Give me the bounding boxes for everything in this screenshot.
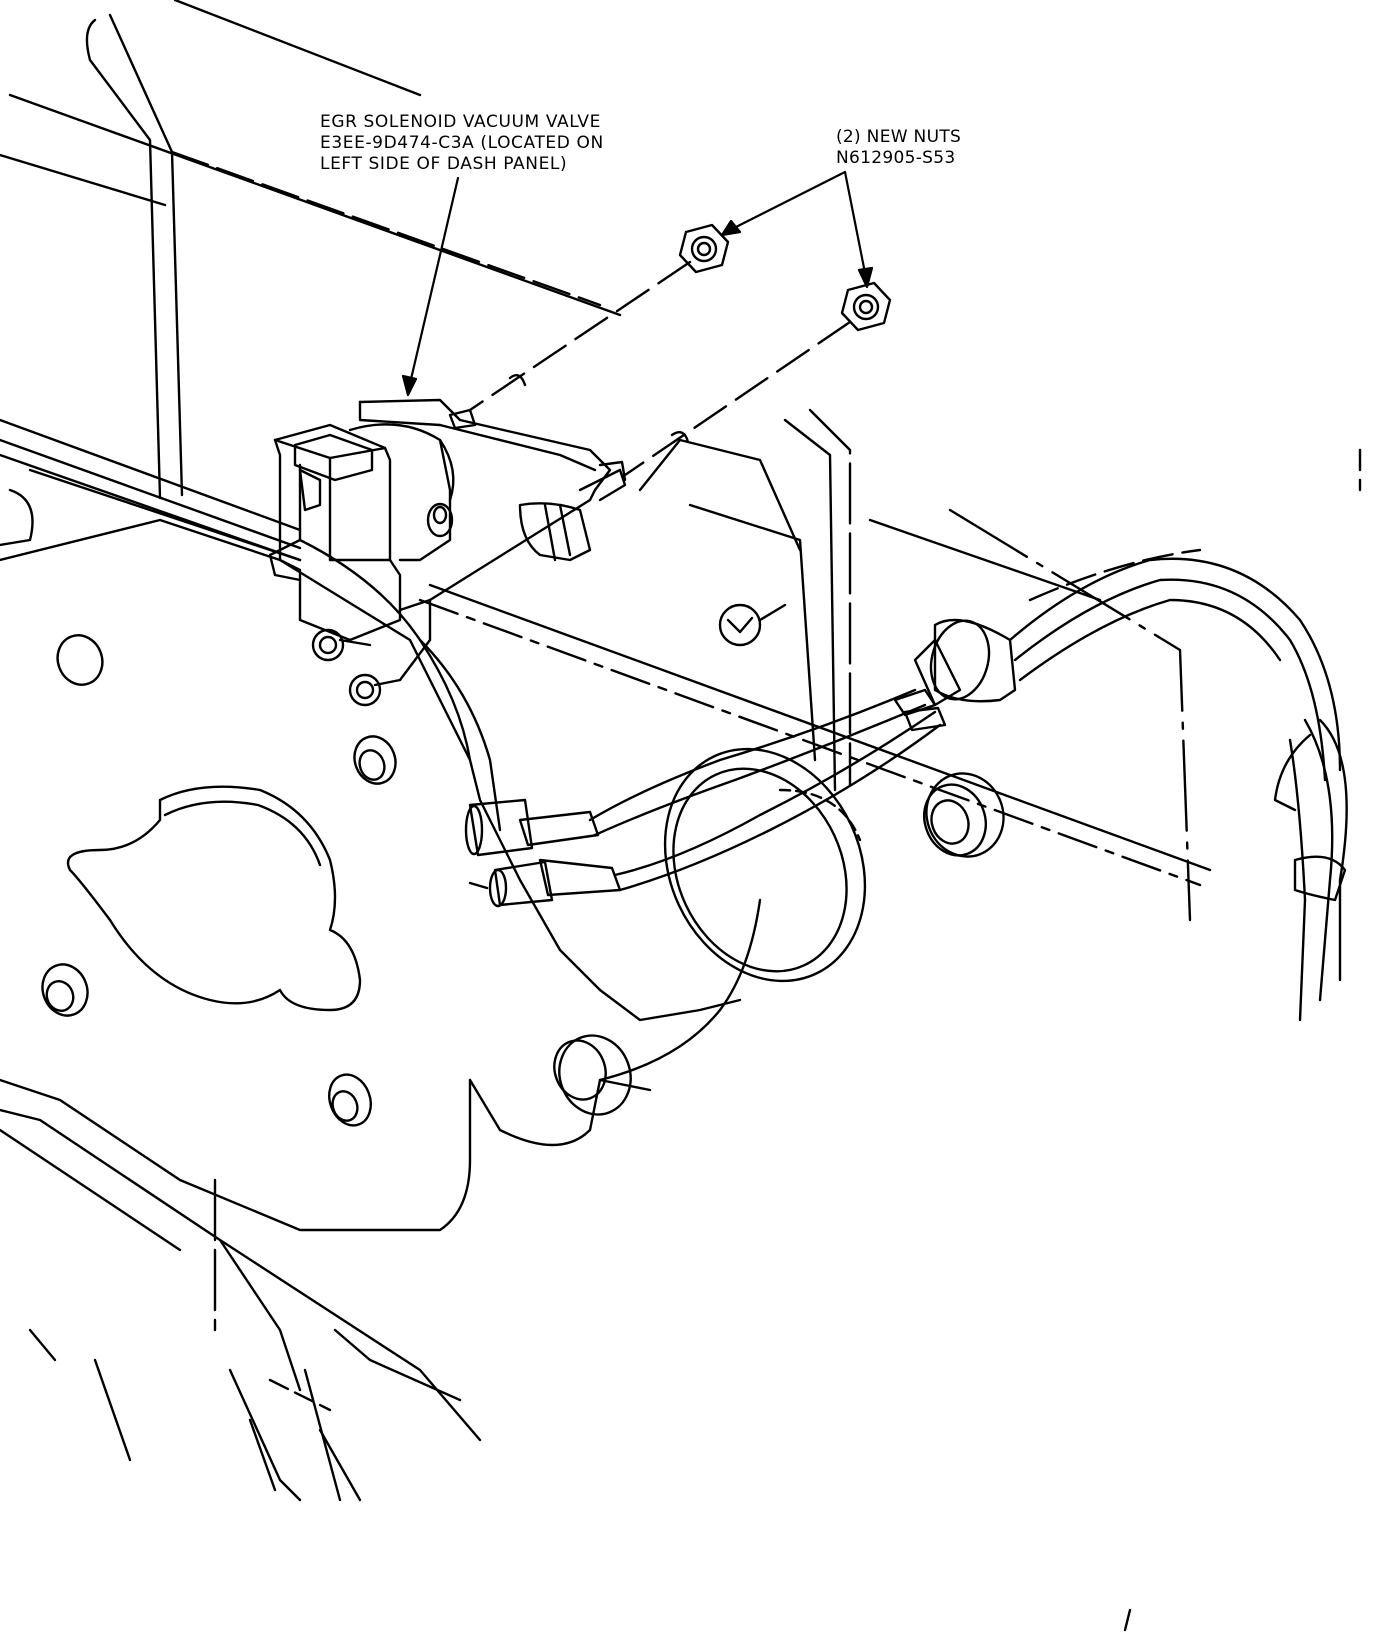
nuts-callout-line-2: N612905-S53 (836, 148, 956, 168)
egr-valve-callout-line-1: EGR SOLENOID VACUUM VALVE (320, 112, 601, 132)
intake-casting (0, 468, 762, 1502)
nuts-callout: (2) NEW NUTS N612905-S53 (836, 127, 961, 169)
egr-solenoid-valve (268, 398, 627, 707)
grommet-ring (663, 747, 867, 983)
nuts (468, 223, 892, 477)
nuts-callout-line-1: (2) NEW NUTS (836, 127, 962, 147)
egr-valve-callout: EGR SOLENOID VACUUM VALVE E3EE-9D474-C3A… (320, 112, 604, 175)
leader-arrows (401, 170, 874, 397)
egr-valve-callout-line-2: E3EE-9D474-C3A (LOCATED ON (320, 133, 604, 153)
dash-plug (718, 603, 787, 647)
egr-valve-callout-line-3: LEFT SIDE OF DASH PANEL) (320, 154, 568, 174)
grommet-small (923, 772, 1005, 858)
wiring-harness (464, 548, 1348, 1632)
dash-panel (0, 0, 1362, 922)
